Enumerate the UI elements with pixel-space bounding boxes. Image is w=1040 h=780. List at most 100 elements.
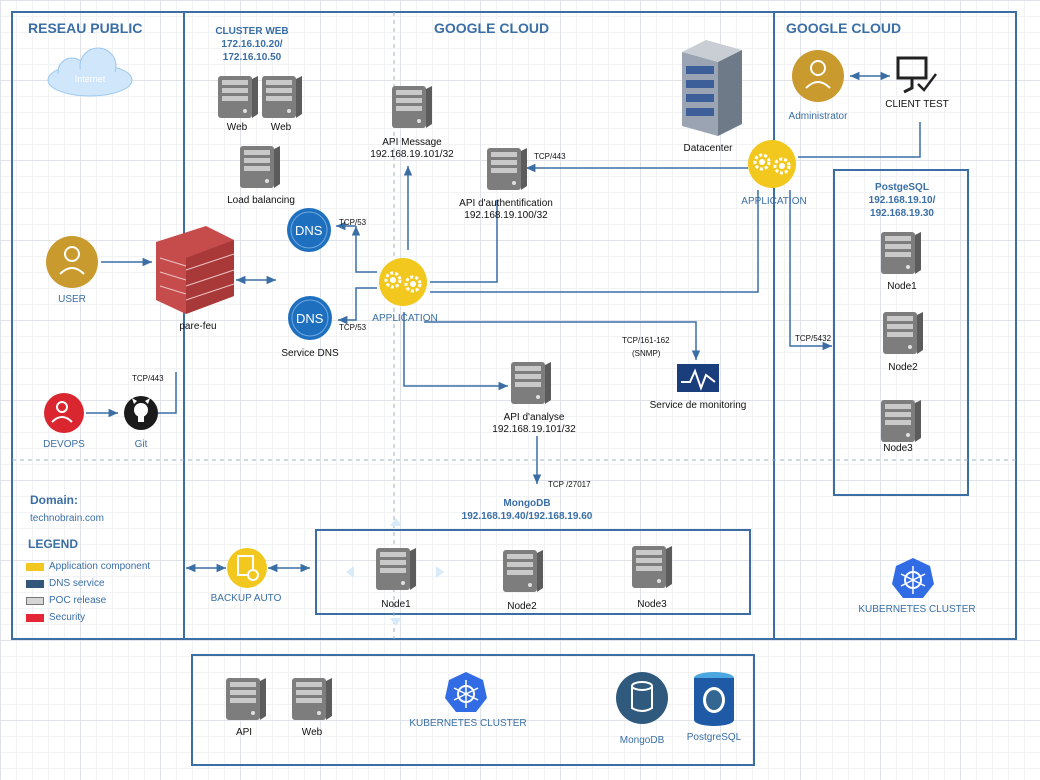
- legend-item-app: Application component: [49, 561, 151, 572]
- dns-bottom-text: DNS: [296, 311, 324, 326]
- api-auth-label: API d'authentification: [459, 198, 553, 209]
- monitoring-icon: [677, 364, 719, 392]
- mongodb-icon: [616, 672, 668, 724]
- app-to-api-analyse: [403, 312, 508, 391]
- mongodb-node2-icon: [503, 550, 543, 592]
- postgres-cluster-box: [833, 169, 969, 496]
- api-analyse-ip: 192.168.19.101/32: [492, 424, 576, 435]
- cluster-web-title: CLUSTER WEB: [215, 26, 289, 37]
- legend-swatch-security: [26, 614, 44, 622]
- bottom-legend-box: [191, 654, 755, 766]
- postgres-ip2: 192.168.19.30: [870, 208, 934, 219]
- app-to-postgres: [789, 190, 832, 351]
- connectors: [86, 71, 921, 573]
- client-test-icon: [896, 56, 937, 94]
- bottom-k8s-label: KUBERNETES CLUSTER: [409, 718, 527, 729]
- public-zone-title: RESEAU PUBLIC: [28, 20, 143, 36]
- dns-top-text: DNS: [295, 223, 323, 238]
- git-port: TCP/443: [132, 374, 164, 383]
- application-center-label: APPLICATION: [372, 313, 438, 324]
- api-analyse-server-icon: [511, 362, 551, 404]
- user-icon: [46, 236, 98, 288]
- application-right-icon: [748, 140, 796, 188]
- legend-swatch-app: [26, 563, 44, 571]
- postgres-port: TCP/5432: [795, 334, 832, 343]
- kubernetes-right-icon: [892, 558, 934, 598]
- backup-icon: [227, 548, 267, 588]
- devops-label: DEVOPS: [43, 439, 85, 450]
- client-test-label: CLIENT TEST: [885, 99, 949, 110]
- devops-icon: [44, 393, 84, 433]
- app-to-api-auth: [430, 200, 498, 283]
- bottom-postgresql-label: PostgreSQL: [686, 732, 742, 743]
- app-center-to-right: [430, 190, 759, 293]
- bottom-api-label: API: [235, 727, 253, 738]
- load-balancing-label: Load balancing: [227, 195, 295, 206]
- bottom-mongodb-label: MongoDB: [619, 735, 665, 746]
- administrator-label: Administrator: [788, 111, 848, 122]
- postgres-node1-icon: [881, 232, 921, 274]
- postgres-node2-label: Node2: [888, 362, 918, 373]
- internet-label-text: Internet: [74, 74, 106, 84]
- postgres-node3-icon: [881, 400, 921, 442]
- internet-label: Internet: [75, 74, 121, 84]
- application-right-label: APPLICATION: [741, 196, 807, 207]
- dns-top-port: TCP/53: [339, 218, 367, 227]
- dashed-guides: [12, 12, 1016, 639]
- mongodb-node2-label: Node2: [507, 601, 537, 612]
- service-dns-label: Service DNS: [281, 348, 339, 359]
- internet-cloud-icon: [47, 47, 133, 97]
- legend-item-poc: POC release: [49, 595, 107, 606]
- snmp-port: TCP/161-162: [622, 336, 670, 345]
- api-message-ip: 192.168.19.101/32: [370, 149, 454, 160]
- zone-borders: [11, 11, 1017, 766]
- api-auth-ip: 192.168.19.100/32: [464, 210, 548, 221]
- git-icon: [124, 396, 158, 430]
- application-center-icon: [379, 258, 427, 306]
- cloud-zone-title-right: GOOGLE CLOUD: [786, 20, 902, 36]
- legend-title: LEGEND: [28, 537, 79, 551]
- legend-web-server-icon: [292, 678, 332, 720]
- api-message-server-icon: [392, 86, 432, 128]
- postgres-node1-label: Node1: [887, 281, 917, 292]
- load-balancer-icon: [240, 146, 280, 188]
- snmp-label: (SNMP): [632, 349, 661, 358]
- api-analyse-label: API d'analyse: [503, 412, 565, 423]
- administrator-icon: [792, 50, 844, 102]
- git-label: Git: [134, 439, 148, 450]
- api-auth-port: TCP/443: [534, 152, 566, 161]
- dns-bottom-link: [338, 287, 377, 325]
- web-server-1-icon: [218, 76, 258, 118]
- postgres-ip1: 192.168.19.10/: [868, 195, 936, 206]
- mongodb-node3-label: Node3: [637, 599, 667, 610]
- mongodb-node1-label: Node1: [381, 599, 411, 610]
- web-server-2-icon: [262, 76, 302, 118]
- postgres-node3-label: Node3: [883, 443, 913, 454]
- outer-zone: [11, 11, 1017, 640]
- datacenter-icon: [682, 40, 742, 136]
- app-to-monitoring: [424, 321, 701, 360]
- git-to-firewall: [158, 372, 177, 414]
- selection-handles: [346, 518, 444, 626]
- datacenter-label: Datacenter: [683, 143, 733, 154]
- domain-value: technobrain.com: [30, 513, 104, 524]
- legend-swatch-poc: [26, 597, 44, 605]
- firewall-label: pare-feu: [179, 321, 217, 332]
- legend-item-dns: DNS service: [49, 578, 105, 589]
- mongodb-ip: 192.168.19.40/192.168.19.60: [461, 511, 593, 522]
- legend-swatch-dns: [26, 580, 44, 588]
- mongodb-title: MongoDB: [503, 498, 551, 509]
- dns-bottom-icon: [288, 296, 332, 340]
- dns-top-icon: [287, 208, 331, 252]
- app-to-client-test: [798, 122, 921, 158]
- api-auth-server-icon: [487, 148, 527, 190]
- cluster-web-ip2: 172.16.10.50: [222, 52, 282, 63]
- api-message-label: API Message: [382, 137, 442, 148]
- postgresql-icon: [694, 672, 734, 726]
- legend-item-security: Security: [49, 612, 86, 623]
- backup-label: BACKUP AUTO: [210, 593, 282, 604]
- k8s-right-label: KUBERNETES CLUSTER: [858, 604, 976, 615]
- dns-top-link: [351, 226, 377, 273]
- kubernetes-bottom-icon: [445, 672, 487, 712]
